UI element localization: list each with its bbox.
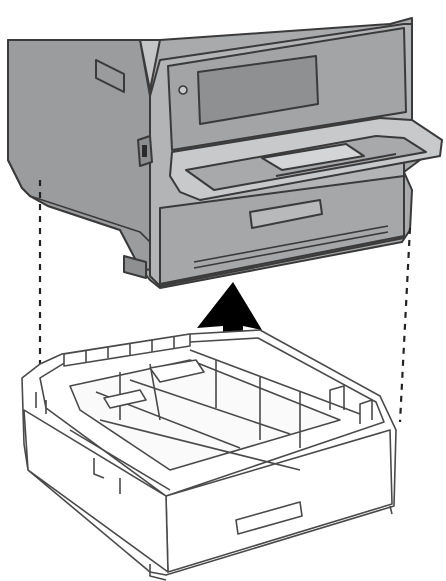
lower-slot <box>123 255 147 279</box>
side-handle <box>95 59 125 93</box>
printer <box>7 17 443 289</box>
cassette-unit-handle <box>235 501 303 535</box>
cassette-unit-left <box>23 409 169 573</box>
cassette-unit-feet <box>149 505 393 581</box>
printer-side <box>7 39 151 271</box>
guide-right <box>398 227 412 423</box>
paper-stopper <box>261 143 365 171</box>
alignment-guides <box>38 180 412 423</box>
side-port <box>142 145 147 157</box>
paper-stopper-edge <box>275 153 397 177</box>
cassette-unit-ribs <box>85 336 175 362</box>
power-button-icon <box>178 85 188 95</box>
printer-base-edge <box>29 195 151 243</box>
cassette-unit-rollers <box>103 389 147 409</box>
cassette-unit-rear-wall <box>63 333 191 367</box>
cassette-unit-right-posts <box>329 385 373 424</box>
touch-screen <box>197 55 319 125</box>
cassette-unit-center-block <box>149 359 205 383</box>
paper-cassette-unit <box>21 329 397 581</box>
cassette-unit-left-posts <box>35 392 121 494</box>
cassette-handle <box>249 199 323 229</box>
cassette-groove <box>193 225 389 269</box>
